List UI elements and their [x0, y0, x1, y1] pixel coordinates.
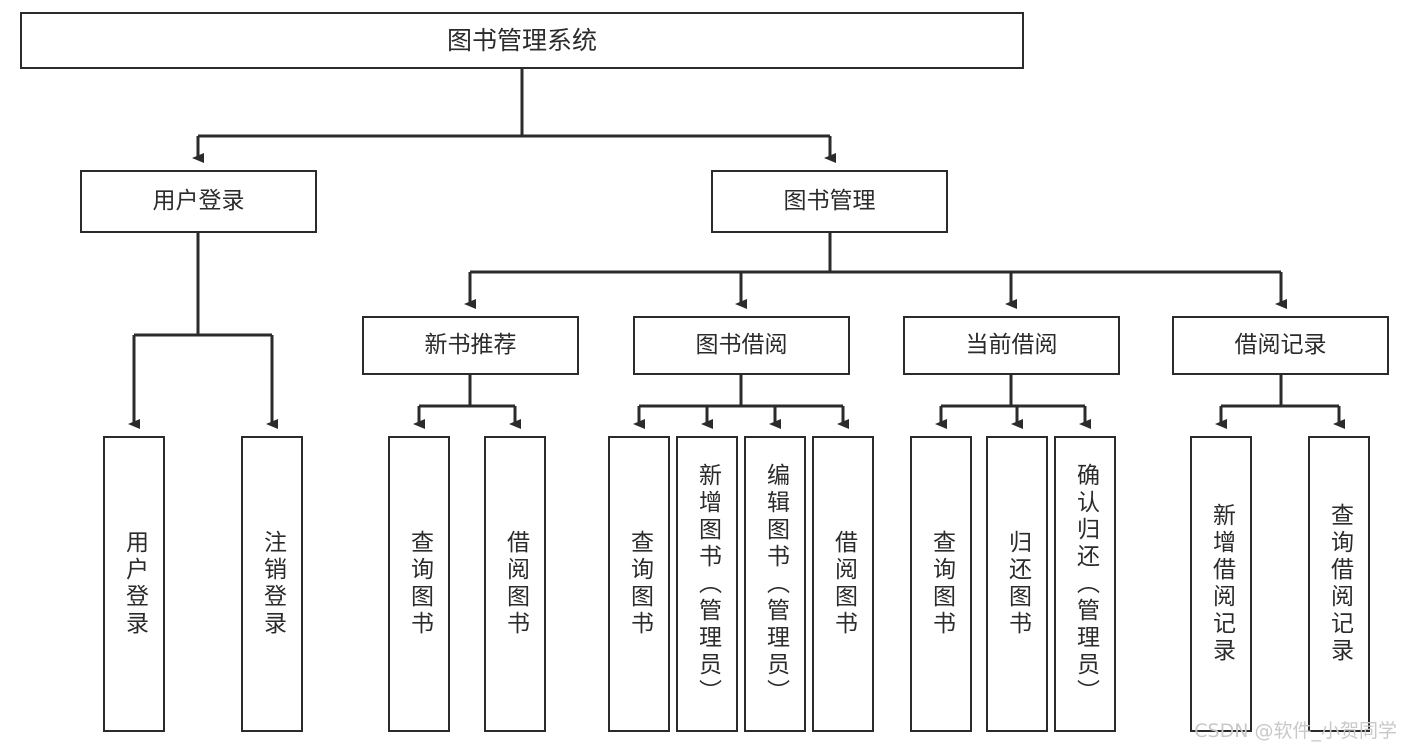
- node-user-login-label: 用户登录: [152, 187, 245, 214]
- node-leaf-user-login[interactable]: 用户登录: [103, 436, 165, 732]
- node-book-manage-label: 图书管理: [783, 187, 876, 214]
- node-current-borrow[interactable]: 当前借阅: [903, 316, 1120, 375]
- node-leaf-query-record[interactable]: 查询借阅记录: [1308, 436, 1370, 732]
- node-root-label: 图书管理系统: [446, 25, 597, 55]
- node-leaf-logout[interactable]: 注销登录: [241, 436, 303, 732]
- node-borrow-record-label: 借阅记录: [1234, 331, 1327, 358]
- node-user-login[interactable]: 用户登录: [80, 170, 317, 233]
- node-leaf-query-book-2[interactable]: 查询图书: [608, 436, 670, 732]
- node-leaf-query-book-1-label: 查询图书: [406, 530, 433, 638]
- node-root[interactable]: 图书管理系统: [20, 12, 1024, 69]
- node-current-borrow-label: 当前借阅: [965, 331, 1058, 358]
- node-leaf-borrow-book-2[interactable]: 借阅图书: [812, 436, 874, 732]
- node-book-borrow-label: 图书借阅: [695, 331, 788, 358]
- node-leaf-confirm-return[interactable]: 确认归还（管理员）: [1054, 436, 1116, 732]
- node-book-manage[interactable]: 图书管理: [711, 170, 948, 233]
- node-leaf-confirm-return-label: 确认归还（管理员）: [1072, 462, 1099, 706]
- node-borrow-record[interactable]: 借阅记录: [1172, 316, 1389, 375]
- node-leaf-query-record-label: 查询借阅记录: [1326, 503, 1353, 665]
- node-leaf-edit-book[interactable]: 编辑图书（管理员）: [744, 436, 806, 732]
- node-leaf-add-record-label: 新增借阅记录: [1208, 503, 1235, 665]
- node-leaf-borrow-book-1-label: 借阅图书: [502, 530, 529, 638]
- node-book-borrow[interactable]: 图书借阅: [633, 316, 850, 375]
- node-leaf-return-book[interactable]: 归还图书: [986, 436, 1048, 732]
- node-new-book-recommend-label: 新书推荐: [424, 331, 517, 358]
- node-leaf-logout-label: 注销登录: [259, 530, 286, 638]
- node-new-book-recommend[interactable]: 新书推荐: [362, 316, 579, 375]
- node-leaf-borrow-book-1[interactable]: 借阅图书: [484, 436, 546, 732]
- node-leaf-query-book-2-label: 查询图书: [626, 530, 653, 638]
- node-leaf-edit-book-label: 编辑图书（管理员）: [762, 462, 789, 706]
- node-leaf-query-book-1[interactable]: 查询图书: [388, 436, 450, 732]
- node-leaf-return-book-label: 归还图书: [1004, 530, 1031, 638]
- node-leaf-query-book-3[interactable]: 查询图书: [910, 436, 972, 732]
- node-leaf-user-login-label: 用户登录: [121, 530, 148, 638]
- node-leaf-query-book-3-label: 查询图书: [928, 530, 955, 638]
- node-leaf-add-book[interactable]: 新增图书（管理员）: [676, 436, 738, 732]
- node-leaf-add-record[interactable]: 新增借阅记录: [1190, 436, 1252, 732]
- node-leaf-borrow-book-2-label: 借阅图书: [830, 530, 857, 638]
- node-leaf-add-book-label: 新增图书（管理员）: [694, 462, 721, 706]
